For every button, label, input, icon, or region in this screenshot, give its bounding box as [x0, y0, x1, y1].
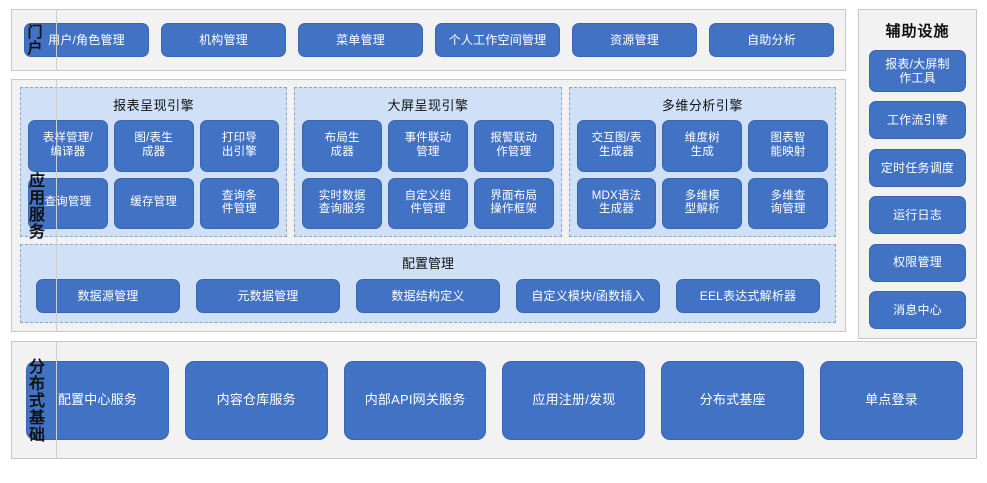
panel-report-engine-title: 报表呈现引擎 — [113, 98, 195, 113]
portal-item-self-analysis[interactable]: 自助分析 — [709, 23, 834, 57]
portal-item-menu[interactable]: 菜单管理 — [298, 23, 423, 57]
panel-multidim-engine-title: 多维分析引擎 — [661, 98, 743, 113]
panel-multidim-engine-items: 交互图/表 生成器 维度树 生成 图表智 能映射 MDX语法 生成器 多维模 型… — [576, 120, 828, 229]
auxiliary-item-message-center[interactable]: 消息中心 — [869, 290, 966, 329]
config-item-custom-module[interactable]: 自定义模块/函数插入 — [516, 279, 660, 313]
config-item-data-structure[interactable]: 数据结构定义 — [356, 279, 500, 313]
infra-item-sso[interactable]: 单点登录 — [820, 360, 963, 440]
multidim-item-mdx-generator[interactable]: MDX语法 生成器 — [576, 177, 657, 229]
portal-item-workspace[interactable]: 个人工作空间管理 — [435, 23, 560, 57]
auxiliary-section: 辅助设施 报表/大屏制 作工具 工作流引擎 定时任务调度 运行日志 权限管理 消… — [858, 9, 977, 339]
portal-item-org[interactable]: 机构管理 — [161, 23, 286, 57]
multidim-item-query-management[interactable]: 多维查 询管理 — [748, 177, 828, 229]
config-item-eel-parser[interactable]: EEL表达式解析器 — [676, 279, 820, 313]
multidim-item-interactive-chart[interactable]: 交互图/表 生成器 — [576, 120, 657, 172]
engine-panels: 报表呈现引擎 表样管理/ 编译器 图/表生 成器 打印导 出引擎 查询管理 缓存… — [20, 87, 836, 237]
auxiliary-item-permission-management[interactable]: 权限管理 — [869, 243, 966, 282]
report-item-print-export[interactable]: 打印导 出引擎 — [199, 120, 280, 172]
config-item-datasource[interactable]: 数据源管理 — [36, 279, 180, 313]
bigscreen-item-layout-generator[interactable]: 布局生 成器 — [302, 120, 383, 172]
report-item-cache-management[interactable]: 缓存管理 — [113, 177, 194, 229]
auxiliary-items: 报表/大屏制 作工具 工作流引擎 定时任务调度 运行日志 权限管理 消息中心 — [869, 50, 966, 329]
infrastructure-band-label: 分布式基础 — [12, 342, 57, 458]
panel-config-management-items: 数据源管理 元数据管理 数据结构定义 自定义模块/函数插入 EEL表达式解析器 — [28, 279, 828, 315]
infrastructure-items: 配置中心服务 内容仓库服务 内部API网关服务 应用注册/发现 分布式基座 单点… — [12, 342, 976, 458]
app-service-band-label: 应用服务 — [12, 80, 57, 331]
report-item-template-compiler[interactable]: 表样管理/ 编译器 — [28, 120, 108, 172]
infra-item-api-gateway[interactable]: 内部API网关服务 — [343, 360, 487, 440]
panel-bigscreen-engine-items: 布局生 成器 事件联动 管理 报警联动 作管理 实时数据 查询服务 自定义组 件… — [302, 120, 554, 229]
portal-band-label: 门户 — [12, 10, 57, 70]
auxiliary-item-task-scheduler[interactable]: 定时任务调度 — [869, 148, 966, 187]
auxiliary-item-runtime-log[interactable]: 运行日志 — [869, 196, 966, 235]
panel-bigscreen-engine: 大屏呈现引擎 布局生 成器 事件联动 管理 报警联动 作管理 实时数据 查询服务… — [294, 87, 562, 237]
infra-item-app-registry[interactable]: 应用注册/发现 — [502, 360, 646, 440]
infra-item-config-center[interactable]: 配置中心服务 — [26, 360, 169, 440]
portal-section: 门户 用户/角色管理 机构管理 菜单管理 个人工作空间管理 资源管理 自助分析 — [11, 9, 846, 71]
multidim-item-dimension-tree[interactable]: 维度树 生成 — [662, 120, 743, 172]
infra-item-distributed-base[interactable]: 分布式基座 — [661, 360, 805, 440]
auxiliary-item-report-designer[interactable]: 报表/大屏制 作工具 — [869, 50, 966, 92]
infra-item-content-repository[interactable]: 内容仓库服务 — [184, 360, 328, 440]
panel-report-engine-items: 表样管理/ 编译器 图/表生 成器 打印导 出引擎 查询管理 缓存管理 查询条 … — [28, 120, 280, 229]
portal-items: 用户/角色管理 机构管理 菜单管理 个人工作空间管理 资源管理 自助分析 — [12, 10, 845, 70]
bigscreen-item-event-linkage[interactable]: 事件联动 管理 — [388, 120, 468, 172]
report-item-query-management[interactable]: 查询管理 — [28, 177, 108, 229]
portal-item-resource[interactable]: 资源管理 — [572, 23, 697, 57]
portal-item-user-role[interactable]: 用户/角色管理 — [24, 23, 149, 57]
panel-report-engine: 报表呈现引擎 表样管理/ 编译器 图/表生 成器 打印导 出引擎 查询管理 缓存… — [20, 87, 288, 237]
config-item-metadata[interactable]: 元数据管理 — [196, 279, 340, 313]
bigscreen-item-alarm-action[interactable]: 报警联动 作管理 — [473, 120, 554, 172]
panel-bigscreen-engine-title: 大屏呈现引擎 — [387, 98, 469, 113]
bigscreen-item-ui-layout-framework[interactable]: 界面布局 操作框架 — [473, 177, 554, 229]
multidim-item-model-parser[interactable]: 多维模 型解析 — [662, 177, 743, 229]
panel-multidim-engine: 多维分析引擎 交互图/表 生成器 维度树 生成 图表智 能映射 MDX语法 生成… — [568, 87, 836, 237]
report-item-query-condition[interactable]: 查询条 件管理 — [199, 177, 280, 229]
app-service-body: 报表呈现引擎 表样管理/ 编译器 图/表生 成器 打印导 出引擎 查询管理 缓存… — [12, 80, 845, 331]
auxiliary-item-workflow-engine[interactable]: 工作流引擎 — [869, 101, 966, 140]
bigscreen-item-custom-component[interactable]: 自定义组 件管理 — [388, 177, 468, 229]
auxiliary-title: 辅助设施 — [885, 23, 950, 40]
report-item-chart-generator[interactable]: 图/表生 成器 — [113, 120, 194, 172]
panel-config-management: 配置管理 数据源管理 元数据管理 数据结构定义 自定义模块/函数插入 EEL表达… — [20, 244, 836, 323]
multidim-item-chart-mapping[interactable]: 图表智 能映射 — [748, 120, 828, 172]
bigscreen-item-realtime-query[interactable]: 实时数据 查询服务 — [302, 177, 383, 229]
panel-config-management-title: 配置管理 — [401, 256, 454, 271]
app-service-section: 应用服务 报表呈现引擎 表样管理/ 编译器 图/表生 成器 打印导 出引擎 查询… — [11, 79, 846, 332]
infrastructure-section: 分布式基础 配置中心服务 内容仓库服务 内部API网关服务 应用注册/发现 分布… — [11, 341, 977, 459]
